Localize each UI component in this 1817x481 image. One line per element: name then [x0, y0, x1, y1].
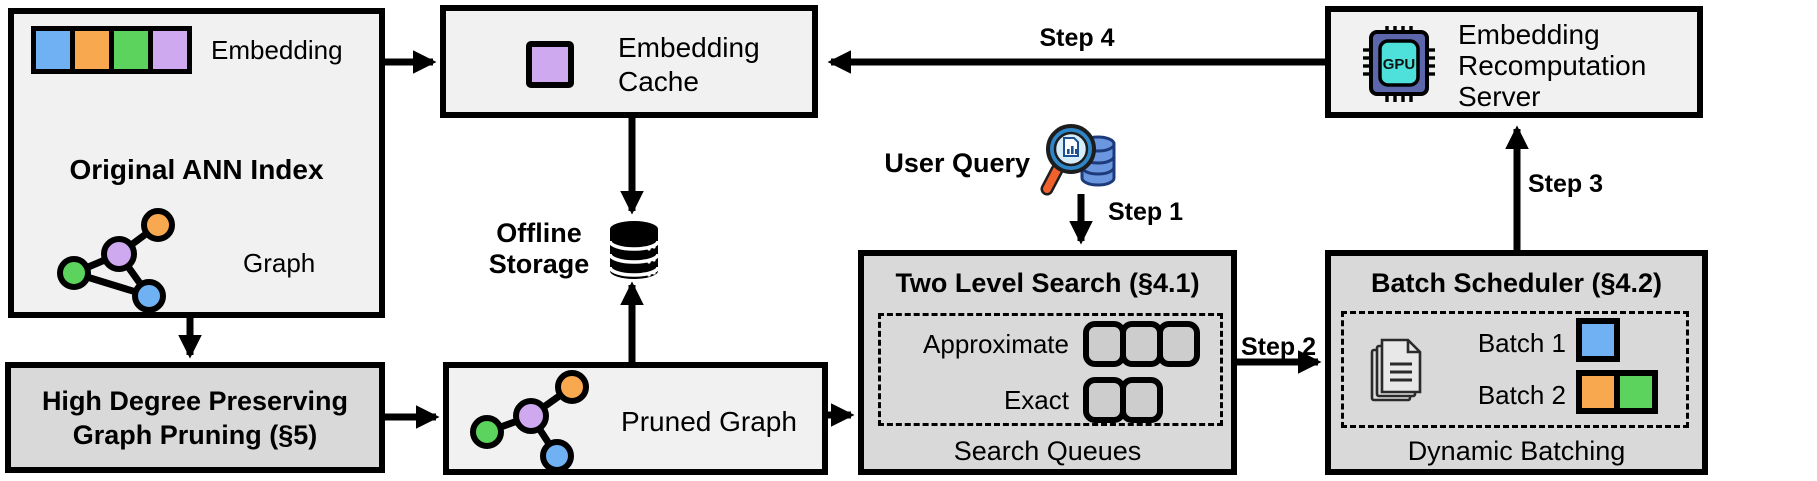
gpu-icon: GPU — [1363, 26, 1435, 102]
documents-icon — [1370, 338, 1422, 402]
batch-scheduler-box: Batch Scheduler (§4.2) Batch 1 Ba — [1325, 250, 1708, 475]
batch1-item-blue — [1576, 318, 1620, 362]
query-magnifier-icon — [1040, 124, 1116, 196]
batch2-squares — [1576, 370, 1658, 414]
recomputation-server-box: GPU Embedding Recomputation Server — [1325, 6, 1703, 118]
queue-slot — [1120, 321, 1163, 367]
cached-embedding-icon — [526, 41, 574, 88]
batch1-squares — [1576, 318, 1620, 362]
embedding-cell-blue — [31, 26, 75, 74]
dynamic-batching-region: Batch 1 Batch 2 — [1341, 311, 1689, 428]
approximate-queue-row: Approximate — [881, 319, 1216, 369]
recomputation-server-label: Embedding Recomputation Server — [1458, 19, 1647, 112]
step2-label: Step 2 — [1241, 333, 1317, 361]
graph-pruning-label: High Degree Preserving Graph Pruning (§5… — [41, 385, 349, 450]
dynamic-batching-caption: Dynamic Batching — [1407, 436, 1626, 466]
embedding-cache-label: Embedding Cache — [618, 32, 760, 97]
batch2-item-green — [1614, 370, 1658, 414]
pruned-graph-box: Pruned Graph — [443, 362, 828, 475]
batch2-label: Batch 2 — [1477, 380, 1566, 410]
graph-icon — [57, 208, 175, 313]
step1-label: Step 1 — [1108, 198, 1184, 226]
search-queues-caption: Search Queues — [953, 436, 1142, 466]
embedding-cell-purple — [148, 26, 192, 74]
embedding-vector-icon — [31, 26, 192, 74]
pruned-graph-icon — [470, 370, 589, 473]
gpu-icon-text: GPU — [1383, 56, 1416, 73]
batch-scheduler-title: Batch Scheduler (§4.2) — [1370, 268, 1663, 298]
graph-label: Graph — [243, 248, 316, 278]
batch1-label: Batch 1 — [1477, 328, 1566, 358]
two-level-search-box: Two Level Search (§4.1) Approximate Exac… — [858, 250, 1237, 475]
search-queues-region: Approximate Exact — [878, 313, 1223, 426]
queue-slot — [1157, 321, 1200, 367]
pruned-graph-label: Pruned Graph — [621, 406, 797, 437]
user-query-label: User Query — [884, 148, 1030, 178]
embedding-cell-green — [109, 26, 153, 74]
approximate-label: Approximate — [923, 328, 1069, 359]
database-icon — [608, 221, 660, 279]
exact-queue-row: Exact — [881, 375, 1216, 425]
step4-label: Step 4 — [1039, 24, 1115, 52]
original-ann-index-title: Original ANN Index — [69, 154, 324, 185]
embedding-label: Embedding — [211, 35, 343, 65]
original-ann-index-box: Embedding Original ANN Index Graph — [8, 8, 385, 318]
graph-pruning-box: High Degree Preserving Graph Pruning (§5… — [5, 362, 385, 473]
embedding-cache-box: Embedding Cache — [440, 5, 818, 118]
queue-slot — [1120, 377, 1163, 423]
embedding-cell-orange — [70, 26, 114, 74]
exact-label: Exact — [1003, 384, 1069, 415]
offline-storage-label: Offline Storage — [488, 218, 590, 279]
step3-label: Step 3 — [1528, 170, 1604, 198]
two-level-search-title: Two Level Search (§4.1) — [895, 268, 1200, 298]
queue-slot — [1083, 377, 1126, 423]
